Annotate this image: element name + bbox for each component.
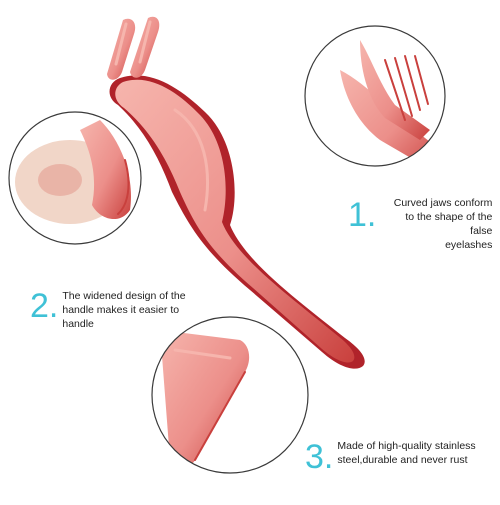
feature-2-number: 2. xyxy=(30,287,59,325)
feature-3: 3. Made of high-quality stainless steel,… xyxy=(305,440,500,474)
feature-3-text: Made of high-quality stainless steel,dur… xyxy=(337,440,476,466)
feature-1-text: Curved jaws conform to the shape of the … xyxy=(393,197,493,251)
detail-circle-finger-grip xyxy=(8,111,142,245)
eyelash-tweezer-product xyxy=(107,16,365,369)
feature-1: 1. Curved jaws conform to the shape of t… xyxy=(348,196,493,252)
detail-circle-handle-tip xyxy=(151,316,309,474)
detail-circle-jaws xyxy=(304,25,446,167)
feature-2: 2. The widened design of the handle make… xyxy=(30,289,192,331)
feature-1-number: 1. xyxy=(348,196,377,234)
feature-2-text: The widened design of the handle makes i… xyxy=(62,290,186,330)
feature-3-number: 3. xyxy=(305,438,334,476)
